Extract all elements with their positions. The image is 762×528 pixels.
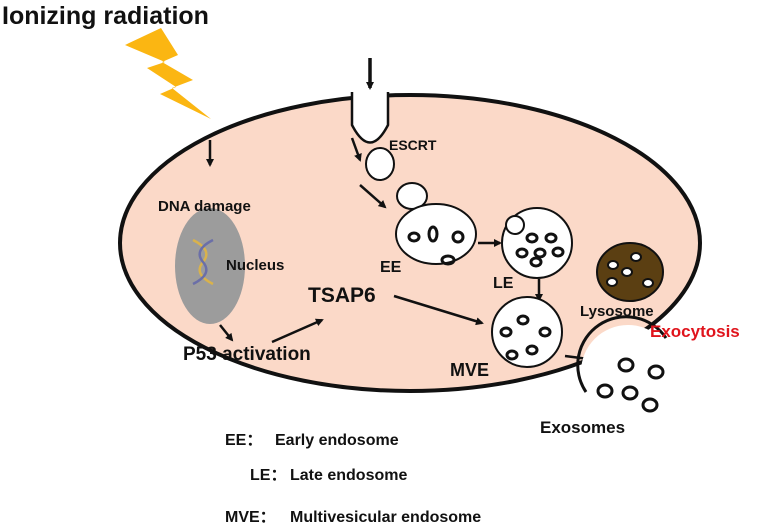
lysosome (596, 242, 664, 302)
legend-meaning-ee: Early endosome (275, 432, 399, 449)
late-endosome (501, 207, 573, 279)
label-ee: EE (380, 259, 402, 276)
legend-meaning-mve: Multivesicular endosome (290, 509, 481, 526)
legend-abbr-ee: EE： (225, 432, 262, 449)
label-le: LE (493, 275, 514, 292)
legend-meaning-le: Late endosome (290, 467, 407, 484)
dna-helix-icon (192, 238, 214, 286)
legend-abbr-mve: MVE： (225, 509, 276, 526)
multivesicular-endosome (491, 296, 563, 368)
early-endosome (395, 182, 477, 266)
label-dna-damage: DNA damage (158, 198, 251, 215)
label-exocytosis: Exocytosis (650, 322, 740, 341)
label-escrt: ESCRT (389, 137, 437, 153)
title: Ionizing radiation (2, 2, 209, 30)
label-p53: P53 activation (183, 344, 311, 365)
label-tsap6: TSAP6 (308, 284, 376, 307)
label-lysosome: Lysosome (580, 303, 654, 320)
label-nucleus: Nucleus (226, 257, 284, 274)
label-exosomes: Exosomes (540, 418, 625, 437)
label-mve: MVE (450, 360, 489, 380)
escrt-vesicle (365, 147, 395, 181)
exocytosis-site (576, 315, 675, 419)
nucleus (175, 208, 245, 324)
lightning-icon (125, 28, 211, 119)
legend-abbr-le: LE： (250, 467, 286, 484)
